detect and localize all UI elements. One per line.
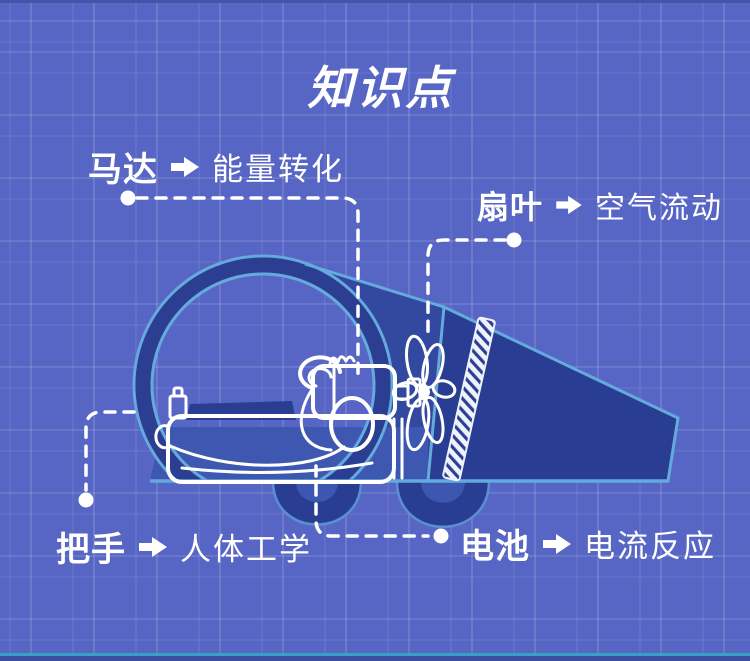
battery-leader-line <box>314 464 430 538</box>
body-duct <box>305 264 444 481</box>
wire-bottom <box>168 444 346 467</box>
page-title: 知识点 <box>307 61 455 115</box>
motor-leader-dot <box>120 190 136 206</box>
arrow-icon <box>556 195 582 215</box>
wire-left-loop <box>154 424 170 450</box>
arrow-icon <box>139 536 167 557</box>
top-edge-strip <box>0 0 750 3</box>
wire-motor-curl <box>298 355 342 390</box>
motor-part-label: 马达 <box>88 150 158 190</box>
handle-part-label: 把手 <box>56 530 126 570</box>
motor-desc-label: 能量转化 <box>212 152 344 188</box>
wire-coil-loop <box>329 396 375 452</box>
handle-ring <box>132 254 394 483</box>
battery-part-label: 电池 <box>460 527 530 567</box>
handle-leader-line <box>84 410 136 492</box>
battery-terminal-tip <box>172 386 184 398</box>
motor-leader-line <box>135 196 360 382</box>
battery-desc-label: 电流反应 <box>584 529 716 565</box>
fan-blades <box>391 334 457 452</box>
wire-motor-down <box>299 389 333 452</box>
arrow-icon <box>543 533 571 554</box>
bottom-dark-strip <box>0 656 750 661</box>
callout-handle: 把手 人体工学 <box>56 522 312 571</box>
callout-fan: 扇叶 空气流动 <box>477 182 723 228</box>
battery-inner-line <box>180 461 374 474</box>
handle-leader-dot <box>78 492 94 508</box>
callout-battery: 电池 电流反应 <box>460 519 716 568</box>
fan-leader-line <box>426 238 507 334</box>
handle-desc-label: 人体工学 <box>180 532 312 568</box>
fan-part-label: 扇叶 <box>477 188 544 226</box>
motor-mount <box>392 417 404 480</box>
callout-motor: 马达 能量转化 <box>88 142 344 191</box>
fan-desc-label: 空气流动 <box>595 191 724 226</box>
battery-leader-dot <box>433 528 449 544</box>
bottom-teal-strip <box>0 653 750 656</box>
arrow-icon <box>171 156 199 177</box>
nose-filter-hatch <box>442 316 496 482</box>
fan-leader-dot <box>506 232 522 248</box>
motor-coil-icon <box>328 355 356 366</box>
body-top-edge <box>304 262 445 309</box>
wheel-right <box>395 479 491 528</box>
